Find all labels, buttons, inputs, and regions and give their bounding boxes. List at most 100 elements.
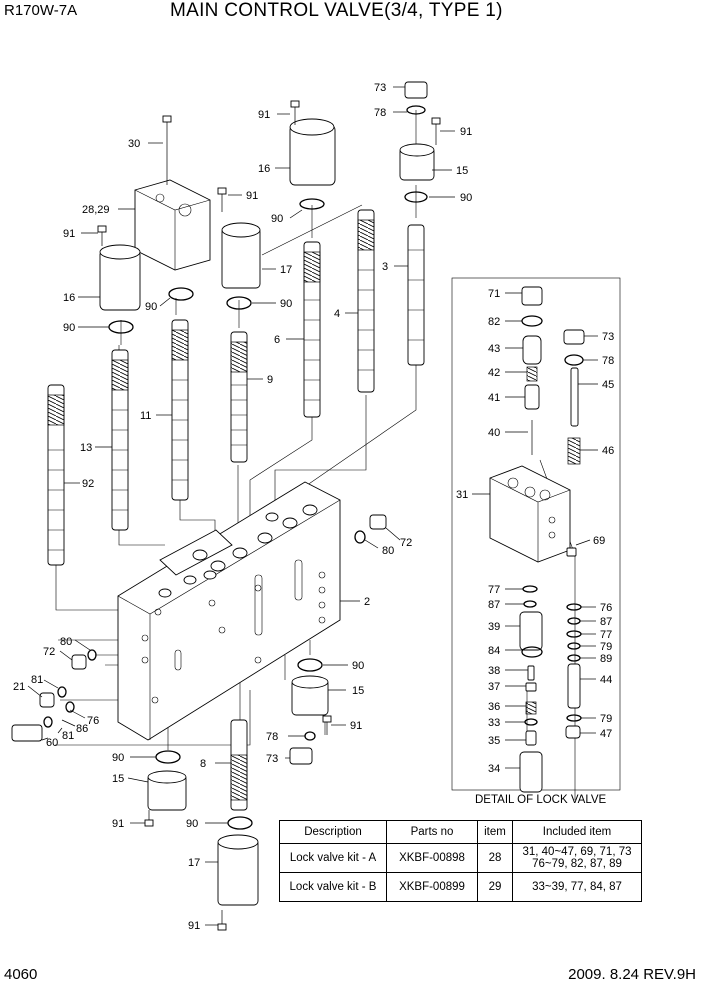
header-item: item [477,820,513,844]
label-69: 69 [593,535,605,547]
label-17: 17 [280,264,292,276]
header-description: Description [279,820,387,844]
cell-included-item: 33~39, 77, 84, 87 [512,872,642,902]
label-15: 15 [352,685,364,697]
spool-13 [111,349,129,531]
cover-15-mid [291,675,329,716]
revision-date: 2009. 8.24 REV.9H [568,966,696,983]
label-73: 73 [602,331,614,343]
page-title: MAIN CONTROL VALVE(3/4, TYPE 1) [170,0,503,21]
label-37: 37 [488,681,500,693]
label-80: 80 [60,636,72,648]
cell-description: Lock valve kit - A [279,843,387,873]
plug-72-right [369,514,387,530]
label-41: 41 [488,392,500,404]
label-33: 33 [488,717,500,729]
label-30: 30 [128,138,140,150]
label-3: 3 [382,261,388,273]
lock-valve-kit-table: Description Parts no item Included item … [279,820,642,902]
included-line: 31, 40~47, 69, 71, 73 [522,846,632,858]
o-rings [43,105,428,830]
label-71: 71 [488,288,500,300]
label-86: 86 [76,723,88,735]
label-38: 38 [488,665,500,677]
page-number: 4060 [4,966,38,983]
cell-included-item: 31, 40~47, 69, 71, 73 76~79, 82, 87, 89 [512,843,642,873]
cell-parts-no: XKBF-00898 [386,843,478,873]
cover-17-upper [221,222,261,289]
label-90: 90 [112,752,124,764]
cover-16-left [99,244,141,311]
label-21: 21 [13,681,25,693]
included-line: 76~79, 82, 87, 89 [532,858,622,870]
label-4: 4 [334,308,340,320]
label-90: 90 [280,298,292,310]
label-78: 78 [374,107,386,119]
label-36: 36 [488,701,500,713]
label-79: 79 [600,641,612,653]
model-code: R170W-7A [4,2,78,19]
label-15: 15 [112,773,124,785]
label-72: 72 [400,537,412,549]
label-6: 6 [274,334,280,346]
label-45: 45 [602,379,614,391]
label-87: 87 [600,616,612,628]
header-parts-no: Parts no [386,820,478,844]
bolts [97,100,441,931]
label-16: 16 [63,292,75,304]
label-91: 91 [350,720,362,732]
table-row: Lock valve kit - B XKBF-00899 29 33~39, … [279,872,642,902]
table-row: Lock valve kit - A XKBF-00898 28 31, 40~… [279,843,642,873]
label-77: 77 [488,584,500,596]
label-91: 91 [188,920,200,932]
cover-15-upper [399,143,435,181]
cell-parts-no: XKBF-00899 [386,872,478,902]
spool-4 [357,209,375,393]
spool-8 [230,719,248,811]
label-90: 90 [460,192,472,204]
cover-16-upper [289,118,336,186]
label-79: 79 [600,713,612,725]
label-17: 17 [188,857,200,869]
leader-lines [27,86,598,926]
label-81: 81 [62,730,74,742]
cell-item: 28 [477,843,513,873]
label-2: 2 [364,596,370,608]
cap-73-mid [289,747,313,765]
cell-description: Lock valve kit - B [279,872,387,902]
header-included-item: Included item [512,820,642,844]
label-89: 89 [600,653,612,665]
label-87: 87 [488,599,500,611]
table-header-row: Description Parts no item Included item [279,820,642,844]
label-8: 8 [200,758,206,770]
plug-21-60 [11,692,55,742]
label-42: 42 [488,367,500,379]
label-13: 13 [80,442,92,454]
label-35: 35 [488,735,500,747]
label-46: 46 [602,445,614,457]
label-91: 91 [460,126,472,138]
label-73: 73 [266,753,278,765]
label-43: 43 [488,343,500,355]
page-header: R170W-7A MAIN CONTROL VALVE(3/4, TYPE 1) [0,0,702,26]
label-91: 91 [246,190,258,202]
spool-3 [407,224,425,366]
cover-28-29 [134,179,211,271]
spool-92 [47,384,65,566]
label-28-29: 28,29 [82,204,110,216]
label-39: 39 [488,621,500,633]
label-76: 76 [87,715,99,727]
label-82: 82 [488,316,500,328]
cap-73-upper [404,81,428,99]
detail-caption: DETAIL OF LOCK VALVE [475,794,607,806]
label-91: 91 [112,818,124,830]
main-valve-body [117,481,341,741]
label-40: 40 [488,427,500,439]
label-44: 44 [600,674,612,686]
label-72: 72 [43,646,55,658]
lock-valve-detail [451,277,621,793]
spool-11 [171,319,189,501]
label-90: 90 [352,660,364,672]
plug-72-left [71,654,87,670]
